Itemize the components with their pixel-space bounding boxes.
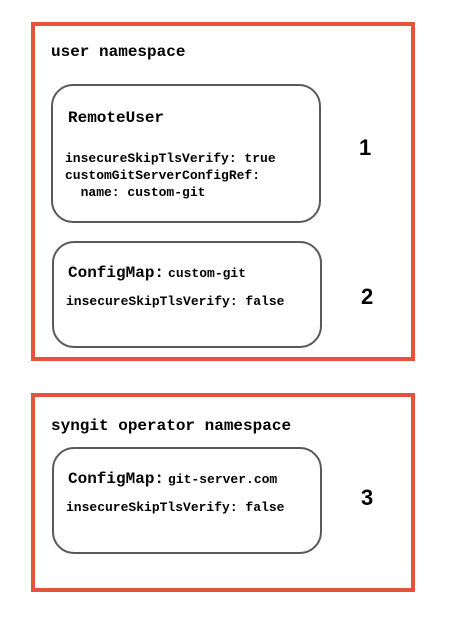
marker-1: 1 [359, 135, 372, 160]
remote-user-line-name: name: custom-git [65, 185, 206, 200]
user-namespace-title: user namespace [51, 43, 186, 61]
marker-3: 3 [361, 485, 374, 510]
configmap-custom-git-title: ConfigMap:custom-git [68, 265, 246, 281]
remote-user-line-ref: customGitServerConfigRef: [65, 168, 261, 183]
remote-user-resource: RemoteUser insecureSkipTlsVerify: true cu… [51, 84, 321, 223]
marker-2: 2 [361, 284, 374, 309]
remote-user-title: RemoteUser [68, 109, 165, 127]
remote-user-spec: insecureSkipTlsVerify: true customGitServ… [65, 150, 276, 201]
configmap-custom-git-line-insecure: insecureSkipTlsVerify: false [66, 294, 285, 309]
configmap-custom-git-spec: insecureSkipTlsVerify: false [66, 293, 284, 310]
configmap-git-server-spec: insecureSkipTlsVerify: false [66, 499, 284, 516]
configmap-name: git-server.com [168, 472, 278, 487]
configmap-kind-label: ConfigMap: [68, 264, 165, 282]
configmap-git-server-title: ConfigMap:git-server.com [68, 471, 277, 487]
configmap-custom-git-resource: ConfigMap:custom-git insecureSkipTlsVeri… [52, 241, 322, 348]
remote-user-line-insecure: insecureSkipTlsVerify: true [65, 151, 276, 166]
configmap-git-server-line-insecure: insecureSkipTlsVerify: false [66, 500, 285, 515]
configmap-name: custom-git [168, 266, 247, 281]
configmap-git-server-resource: ConfigMap:git-server.com insecureSkipTls… [52, 447, 322, 554]
operator-namespace-box: syngit operator namespace ConfigMap:git-… [31, 393, 415, 592]
user-namespace-box: user namespace RemoteUser insecureSkipTl… [31, 22, 415, 361]
configmap-kind-label: ConfigMap: [68, 470, 165, 488]
operator-namespace-title: syngit operator namespace [51, 417, 292, 435]
